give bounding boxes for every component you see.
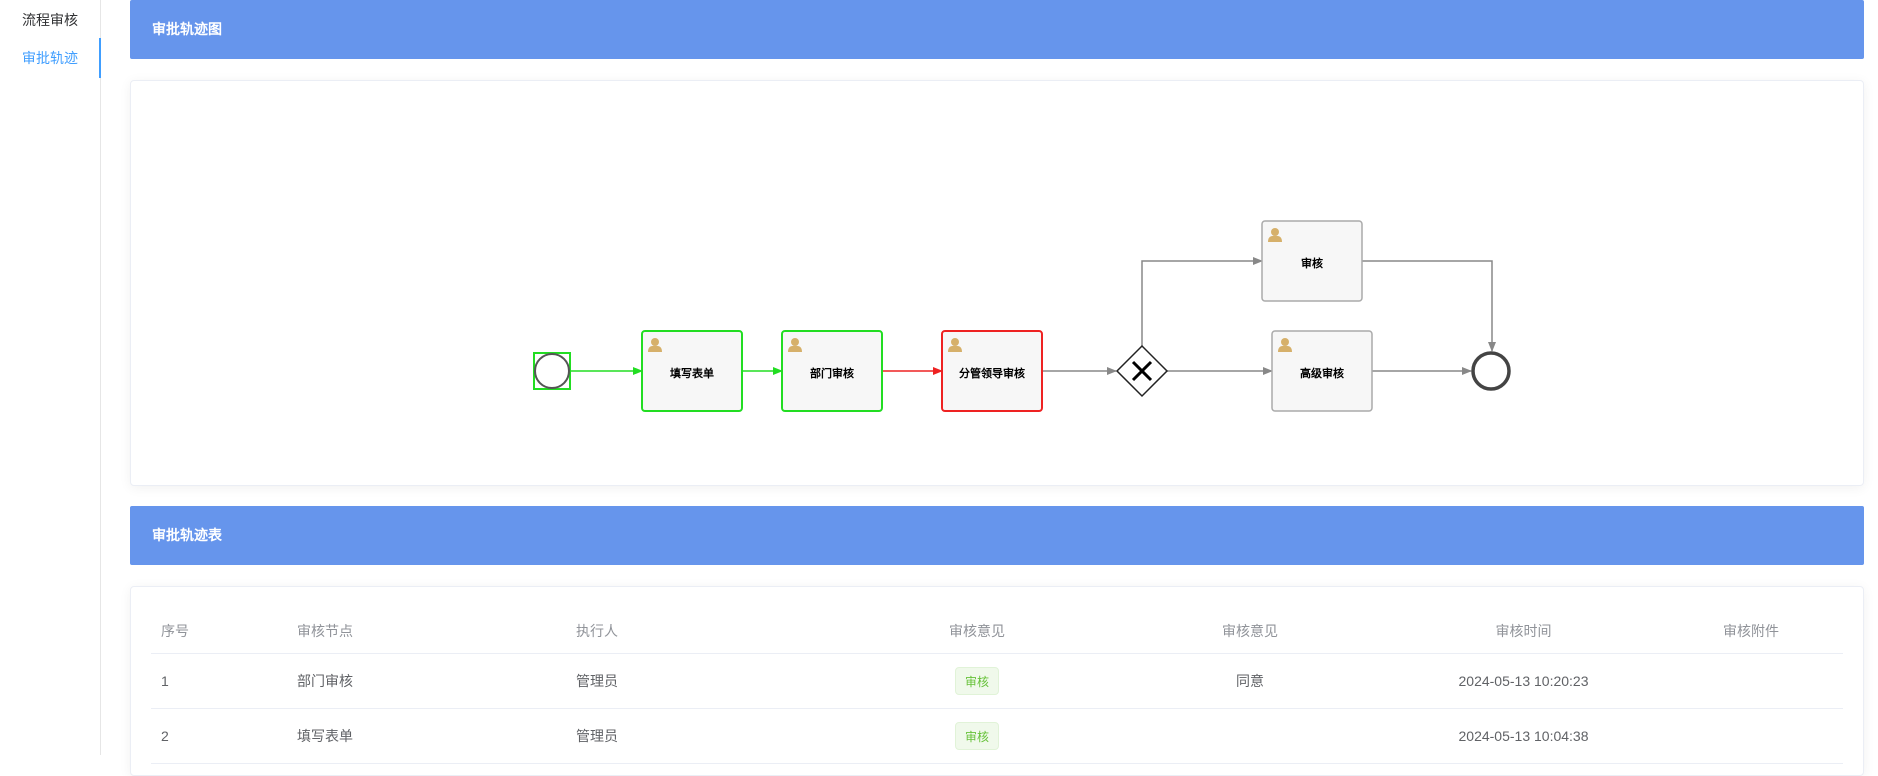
task-dept-review[interactable]: 部门审核 <box>781 330 883 412</box>
column-header: 序号 <box>151 609 287 654</box>
cell-node: 填写表单 <box>287 708 566 764</box>
table-header-row: 序号 审核节点 执行人 审核意见 审核意见 审核时间 审核附件 <box>151 609 1843 654</box>
diagram-card: 填写表单 部门审核 分管领导审核 <box>130 80 1864 486</box>
task-leader-review[interactable]: 分管领导审核 <box>941 330 1043 412</box>
table-card: 序号 审核节点 执行人 审核意见 审核意见 审核时间 审核附件 1 部门审核 管… <box>130 586 1864 776</box>
flow-gateway-to-review <box>1141 257 1263 346</box>
column-header: 审核意见 <box>1113 609 1388 654</box>
task-senior-review[interactable]: 高级审核 <box>1271 330 1373 412</box>
task-label: 高级审核 <box>1300 366 1344 380</box>
task-label: 填写表单 <box>670 366 714 380</box>
start-event <box>533 352 571 390</box>
cell-time: 2024-05-13 10:20:23 <box>1388 653 1660 709</box>
column-header: 审核时间 <box>1388 609 1660 654</box>
sidebar: 流程审核 审批轨迹 <box>0 0 101 755</box>
column-header: 审核附件 <box>1660 609 1843 654</box>
diagram-section-title: 审批轨迹图 <box>152 21 222 37</box>
column-header: 审核意见 <box>842 609 1113 654</box>
task-label: 部门审核 <box>810 366 854 380</box>
sidebar-item-label: 审批轨迹 <box>22 50 78 66</box>
cell-index: 1 <box>151 653 287 709</box>
exclusive-gateway <box>1115 344 1169 398</box>
cell-index: 2 <box>151 708 287 764</box>
task-review[interactable]: 审核 <box>1261 220 1363 302</box>
cell-attachment <box>1660 708 1843 764</box>
cell-executor: 管理员 <box>566 708 842 764</box>
cell-status: 审核 <box>842 653 1113 709</box>
table-row: 1 部门审核 管理员 审核 同意 2024-05-13 10:20:23 <box>151 653 1843 709</box>
table-section-header: 审批轨迹表 <box>130 506 1864 565</box>
task-label: 分管领导审核 <box>959 366 1025 380</box>
column-header: 审核节点 <box>287 609 566 654</box>
table-row: 2 填写表单 管理员 审核 2024-05-13 10:04:38 <box>151 708 1843 764</box>
cell-node: 部门审核 <box>287 653 566 709</box>
cell-status: 审核 <box>842 708 1113 764</box>
sidebar-item-label: 流程审核 <box>22 12 78 28</box>
cell-executor: 管理员 <box>566 653 842 709</box>
cell-attachment <box>1660 653 1843 709</box>
status-badge: 审核 <box>954 722 999 750</box>
sidebar-item-approval-trace[interactable]: 审批轨迹 <box>0 38 101 78</box>
diagram-section-header: 审批轨迹图 <box>130 0 1864 59</box>
main-content: 审批轨迹图 <box>130 0 1865 776</box>
sidebar-item-process-review[interactable]: 流程审核 <box>0 0 100 40</box>
process-diagram: 填写表单 部门审核 分管领导审核 <box>533 220 1511 412</box>
task-fill-form[interactable]: 填写表单 <box>641 330 743 412</box>
task-label: 审核 <box>1301 256 1323 270</box>
close-x-icon <box>1131 360 1153 382</box>
cell-opinion <box>1113 708 1388 764</box>
table-section-title: 审批轨迹表 <box>152 527 222 543</box>
status-badge: 审核 <box>954 667 999 695</box>
column-header: 执行人 <box>566 609 842 654</box>
cell-opinion: 同意 <box>1113 653 1388 709</box>
cell-time: 2024-05-13 10:04:38 <box>1388 708 1660 764</box>
approval-trace-table: 序号 审核节点 执行人 审核意见 审核意见 审核时间 审核附件 1 部门审核 管… <box>151 609 1843 764</box>
end-event <box>1471 351 1511 391</box>
flow-review-to-end <box>1362 260 1496 352</box>
